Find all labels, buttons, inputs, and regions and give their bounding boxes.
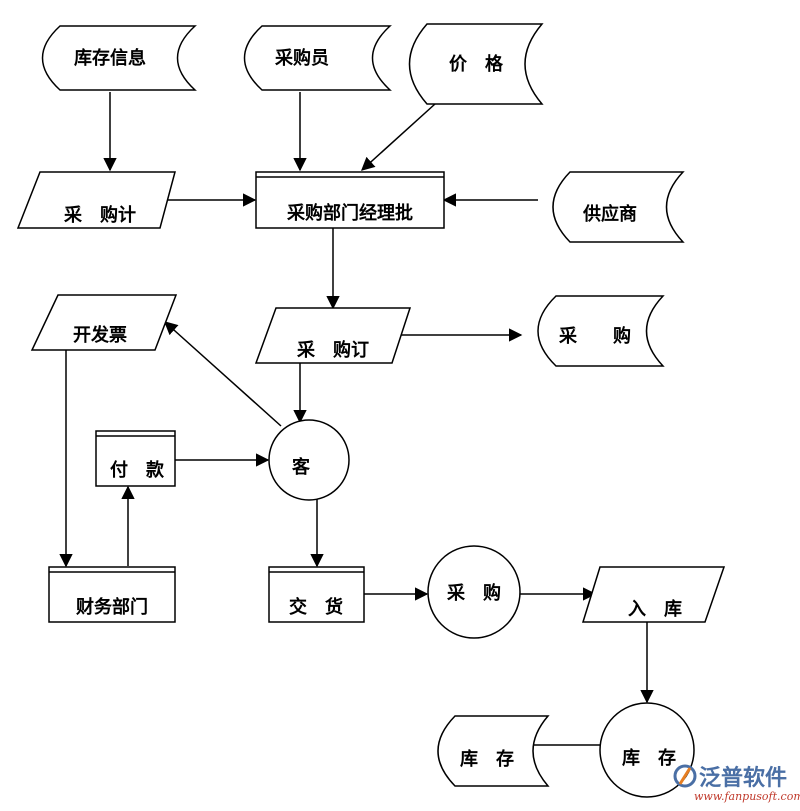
- store-supplier: 供应商: [552, 171, 685, 243]
- doc-invoice-label: 开发票: [73, 324, 127, 346]
- store-price: 价 格: [408, 23, 544, 105]
- entity-payment: 付 款: [95, 430, 176, 487]
- store-inventory-info-label: 库存信息: [74, 47, 146, 69]
- store-buyer: 采购员: [243, 25, 392, 91]
- store-supplier-label: 供应商: [582, 203, 637, 225]
- store-inventory-info: 库存信息: [41, 25, 197, 91]
- doc-purchase-order: 采 购订: [254, 307, 412, 364]
- doc-invoice: 开发票: [30, 294, 178, 351]
- entity-finance-dept-label: 财务部门: [76, 596, 148, 618]
- doc-stock-in-label: 入 库: [628, 598, 682, 620]
- doc-purchase-plan-label: 采 购计: [63, 204, 136, 226]
- process-purchase: 采 购: [427, 545, 521, 639]
- edge-customer-to-invoice: [163, 321, 282, 427]
- process-dept-manager-approval-label: 采购部门经理批: [286, 202, 413, 224]
- entity-finance-dept: 财务部门: [48, 566, 176, 623]
- store-price-label: 价 格: [449, 53, 504, 75]
- process-customer-label: 客: [292, 456, 311, 478]
- entity-payment-label: 付 款: [110, 459, 165, 481]
- store-inventory: 库 存: [437, 715, 550, 787]
- edge-price-to-approval: [360, 103, 436, 171]
- store-buyer-label: 采购员: [274, 47, 329, 69]
- process-purchase-label: 采 购: [446, 582, 501, 604]
- doc-stock-in: 入 库: [581, 566, 726, 623]
- doc-purchase-order-label: 采 购订: [296, 339, 369, 361]
- watermark-url: www.fanpusoft.com: [694, 790, 800, 803]
- store-purchase: 采 购: [537, 295, 665, 367]
- process-dept-manager-approval: 采购部门经理批: [255, 171, 445, 229]
- process-inventory: 库 存: [599, 702, 695, 798]
- process-inventory-label: 库 存: [622, 747, 676, 769]
- watermark: 泛普软件 www.fanpusoft.com: [673, 764, 800, 803]
- store-inventory-label: 库 存: [460, 748, 514, 770]
- fanpu-logo-icon: [673, 764, 697, 788]
- process-customer: 客: [268, 419, 350, 501]
- entity-delivery-label: 交 货: [289, 596, 343, 618]
- edges: [59, 92, 654, 752]
- doc-purchase-plan: 采 购计: [16, 171, 176, 229]
- entity-delivery: 交 货: [268, 566, 365, 623]
- store-purchase-label: 采 购: [558, 325, 631, 347]
- watermark-brand: 泛普软件: [699, 765, 787, 791]
